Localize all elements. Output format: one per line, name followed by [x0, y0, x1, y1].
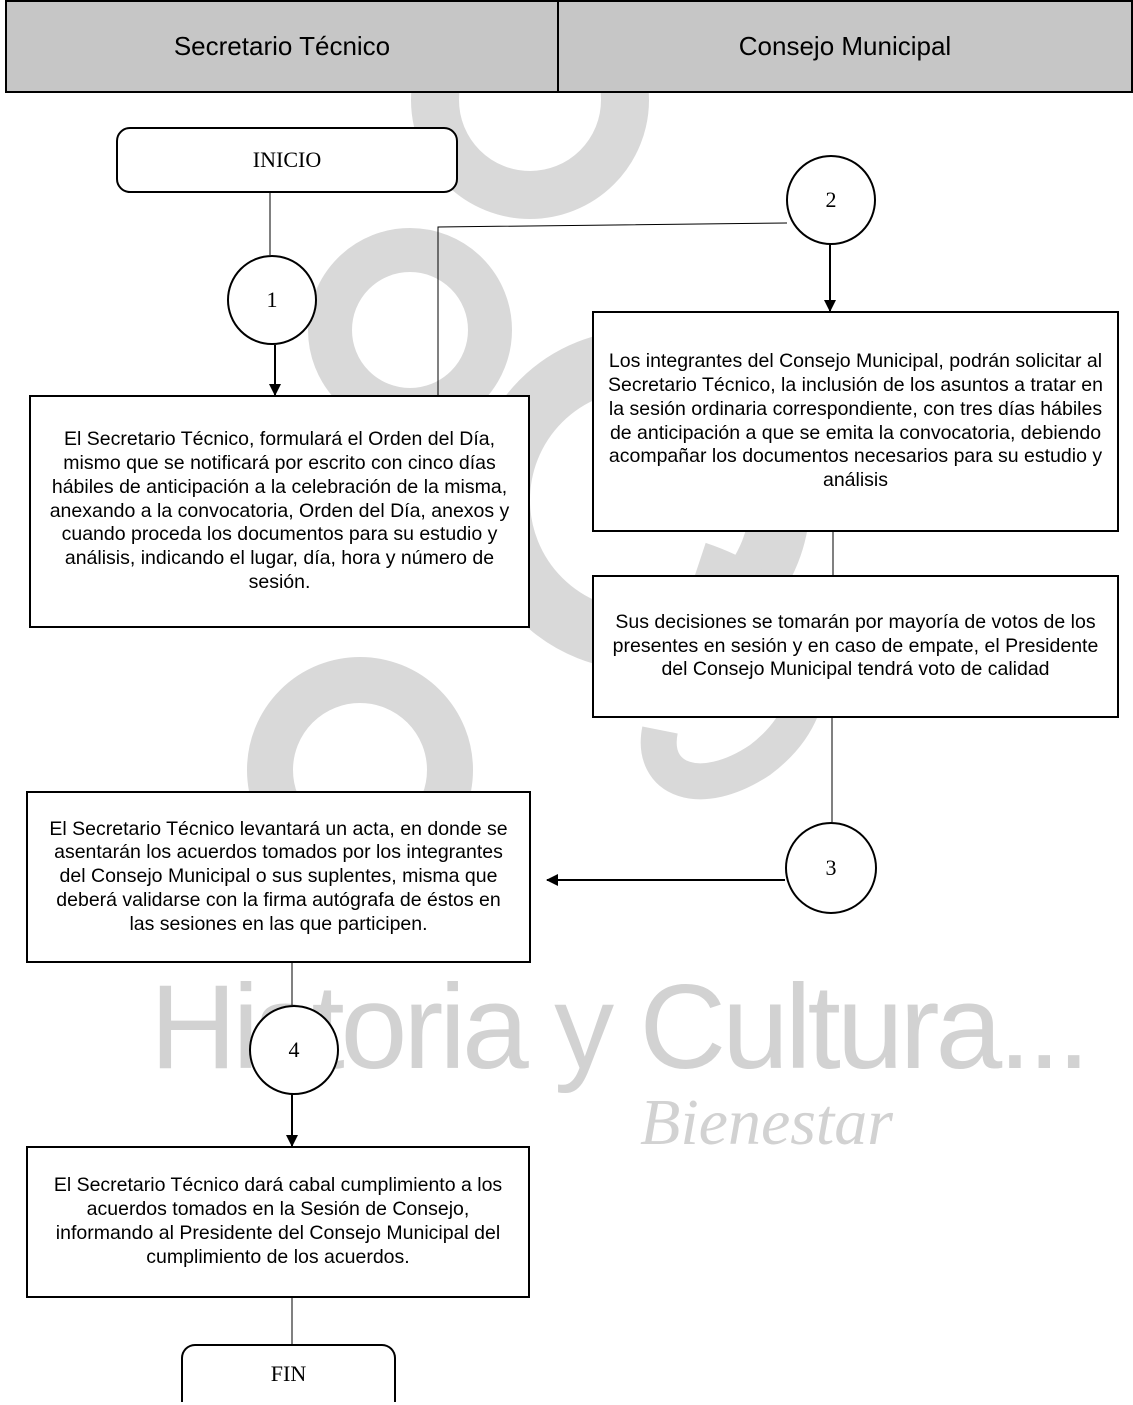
step-2-box: Los integrantes del Consejo Municipal, p…	[592, 311, 1119, 532]
lane-header-consejo: Consejo Municipal	[557, 0, 1133, 93]
connector-2: 2	[786, 155, 876, 245]
connector-3: 3	[785, 822, 877, 914]
start-terminator: INICIO	[116, 127, 458, 193]
connector-1: 1	[227, 255, 317, 345]
step-5-box: El Secretario Técnico dará cabal cumplim…	[26, 1146, 530, 1298]
lane-header-secretario: Secretario Técnico	[5, 0, 559, 93]
connector-4: 4	[249, 1005, 339, 1095]
step-3-box: Sus decisiones se tomarán por mayoría de…	[592, 575, 1119, 718]
line-step1-to-c2	[437, 222, 788, 395]
step-4-box: El Secretario Técnico levantará un acta,…	[26, 791, 531, 963]
end-terminator: FIN	[181, 1344, 396, 1402]
step-1-box: El Secretario Técnico, formulará el Orde…	[29, 395, 530, 628]
